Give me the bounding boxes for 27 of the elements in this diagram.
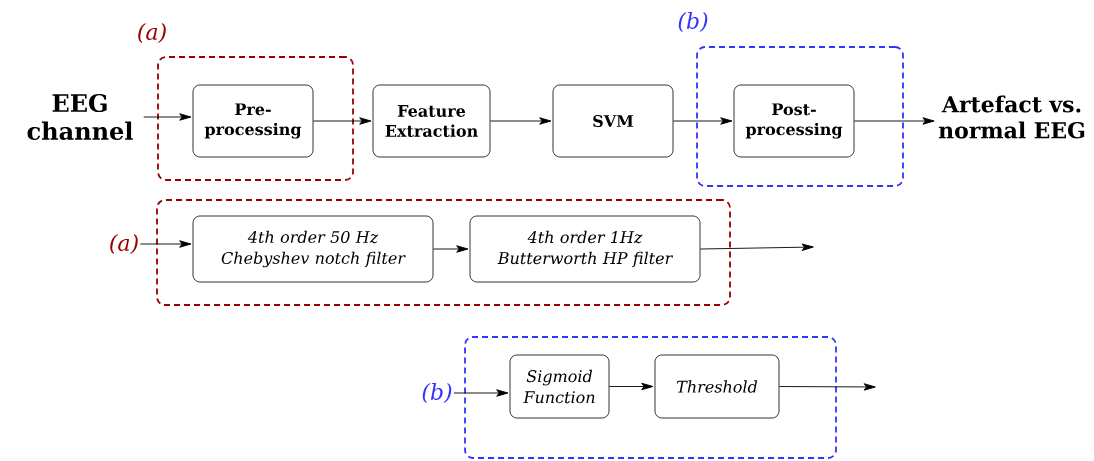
arrow — [453, 389, 509, 397]
arrow — [778, 383, 876, 391]
input-label: (b) — [422, 382, 452, 404]
group-label: (a) — [138, 22, 166, 44]
output-label: Artefact vs. normal EEG — [938, 95, 1085, 139]
process-box: Threshold — [654, 354, 780, 419]
arrow — [853, 117, 935, 125]
arrow — [139, 240, 192, 248]
arrow — [312, 117, 372, 125]
dashed-group-box — [464, 336, 837, 459]
input-label: (a) — [110, 233, 138, 255]
arrow — [608, 382, 654, 391]
arrow — [432, 245, 469, 253]
process-box: Feature Extraction — [372, 84, 491, 158]
process-box: Pre-processing — [192, 84, 314, 158]
arrow — [699, 243, 814, 251]
process-box: 4th order 1Hz Butterworth HP filter — [469, 215, 701, 283]
process-box: SVM — [552, 84, 674, 158]
arrow — [489, 117, 552, 125]
dashed-group-box — [156, 199, 731, 306]
arrow — [143, 113, 192, 121]
process-box: 4th order 50 Hz Chebyshev notch filter — [192, 215, 434, 283]
process-box: Sigmoid Function — [509, 354, 610, 419]
input-label: EEG channel — [27, 93, 133, 141]
process-box: Post-processing — [733, 84, 855, 158]
group-label: (b) — [678, 11, 708, 33]
arrow — [672, 117, 733, 125]
